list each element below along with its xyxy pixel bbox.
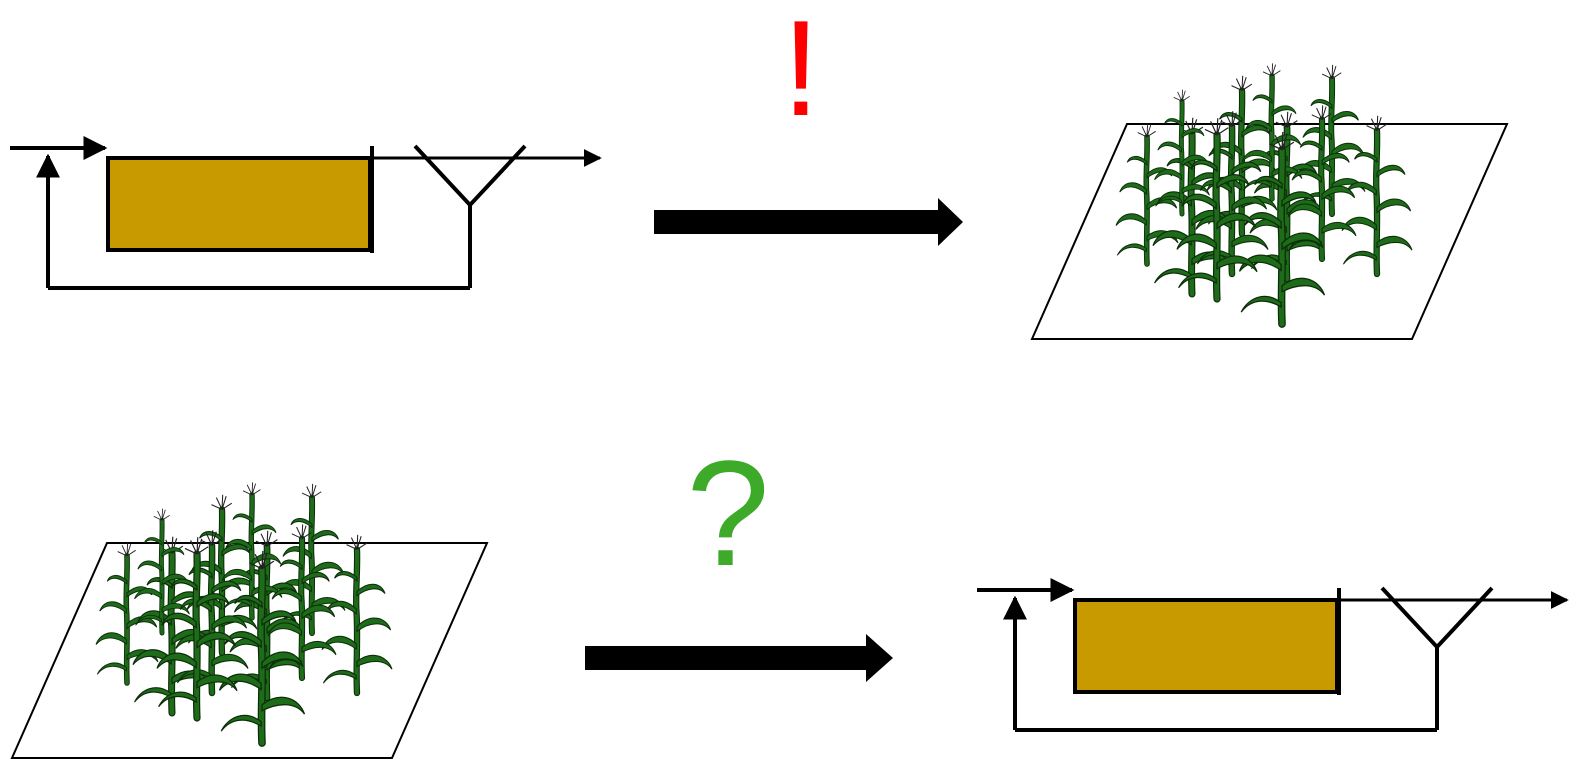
treatment-plant-icon (10, 146, 600, 288)
question-mark: ? (686, 429, 770, 597)
right-arrow-icon (654, 198, 963, 246)
cornfield-icon (1032, 63, 1507, 339)
treatment-plant-icon (977, 588, 1567, 730)
right-arrow-icon (585, 634, 893, 682)
cornfield-icon (12, 482, 487, 758)
exclamation-mark: ! (782, 0, 820, 144)
